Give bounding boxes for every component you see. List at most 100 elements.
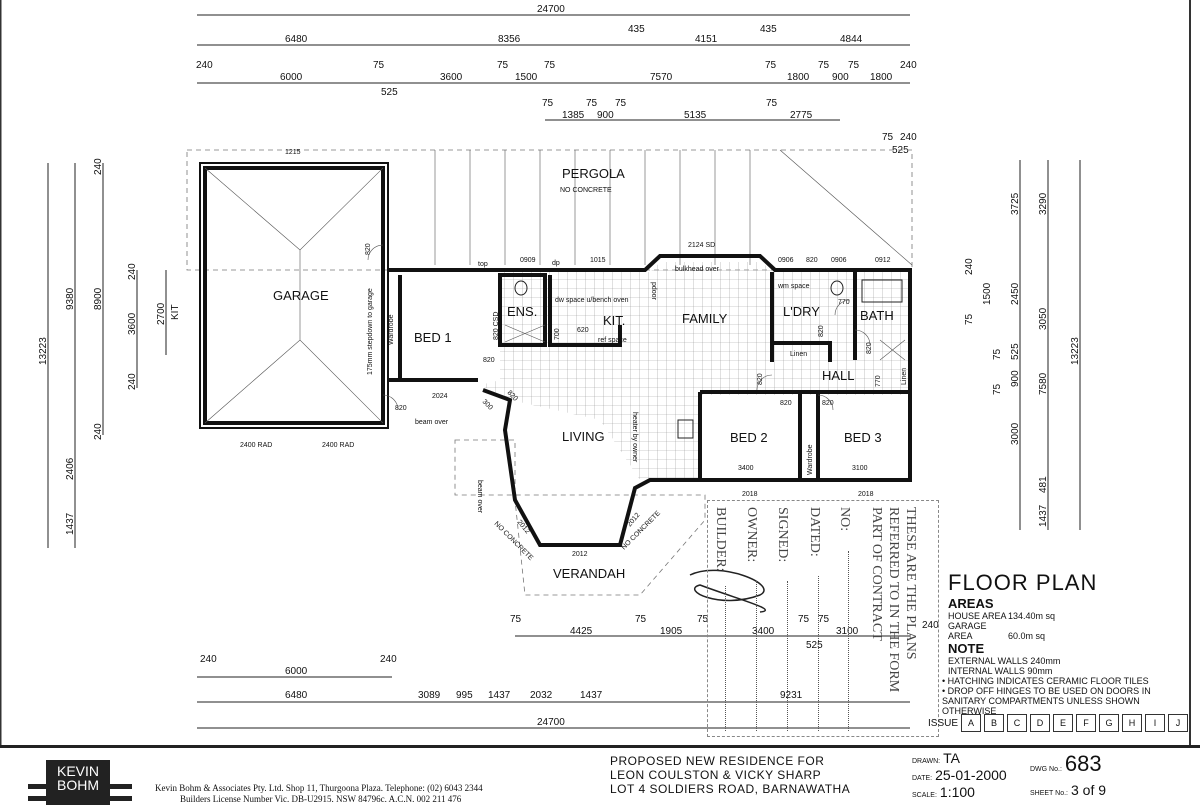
dim: 1385 — [562, 110, 585, 121]
dp-label: dp — [552, 260, 560, 267]
date-label: DATE: — [912, 775, 933, 782]
door-label: 820 — [395, 405, 407, 412]
window-label: 2024 — [432, 393, 448, 400]
dim: 75 — [586, 98, 598, 109]
dim: 75 — [497, 60, 509, 71]
stamp-field-owner: OWNER: — [744, 507, 759, 563]
sheet-number: 3 of 9 — [1071, 782, 1107, 798]
sheet-label: SHEET No.: — [1030, 790, 1068, 797]
bathtub-icon — [861, 279, 903, 303]
door-label: 820 — [822, 400, 834, 407]
dim: 13223 — [38, 337, 49, 365]
dim: 3089 — [418, 690, 441, 701]
dim: 7570 — [650, 72, 673, 83]
project-line: PROPOSED NEW RESIDENCE FOR — [610, 754, 825, 768]
dim: 525 — [806, 640, 823, 651]
dim: 1437 — [488, 690, 511, 701]
dim: 75 — [615, 98, 627, 109]
room-bed3: BED 3 — [844, 430, 882, 445]
dim: 240 — [196, 60, 213, 71]
dim: 240 — [380, 654, 397, 665]
issue-label: ISSUE — [928, 717, 959, 729]
bed2-width: 3400 — [738, 465, 754, 472]
dim: 3600 — [127, 312, 138, 335]
dim: 2406 — [65, 457, 76, 480]
house-walls — [388, 254, 912, 547]
window-label: 2012 — [572, 551, 588, 558]
dim: 6480 — [285, 690, 308, 701]
pdoor-label: pdoor — [650, 282, 657, 301]
door-swings — [367, 244, 871, 411]
window-label: 2018 — [858, 491, 874, 498]
dim: 4151 — [695, 34, 718, 45]
shower-icon — [504, 324, 906, 361]
wm-space-label: wm space — [777, 283, 810, 290]
stepdown-label: 175mm stepdown to garage — [367, 288, 374, 375]
dim: 240 — [93, 423, 104, 440]
dim: 75 — [848, 60, 860, 71]
dim: 1800 — [870, 72, 893, 83]
heater-icon — [677, 419, 694, 439]
dim: 7580 — [1038, 372, 1049, 395]
dim: 900 — [832, 72, 849, 83]
door-label: 820 — [483, 357, 495, 364]
ref-space-label: ref space — [598, 337, 627, 344]
title-block: KEVIN BOHM Kevin Bohm & Associates Pty. … — [0, 745, 1200, 805]
company-license: Builders License Number Vic. DB-U2915. N… — [180, 794, 462, 804]
left-dimensions: 13223 9380 8900 240 240 2406 1437 240 36… — [38, 158, 181, 548]
room-pergola: PERGOLA — [562, 166, 625, 181]
dim: 75 — [798, 614, 810, 625]
dim: 75 — [964, 313, 975, 325]
dim: 3100 — [836, 626, 859, 637]
dim: 9231 — [780, 690, 803, 701]
drawn-label: DRAWN: — [912, 758, 941, 765]
dim: 4844 — [840, 34, 863, 45]
dim: 2775 — [790, 110, 813, 121]
dim: KIT — [170, 304, 181, 320]
house-area: 134.40m sq — [1008, 611, 1056, 621]
door-label: 770 — [875, 375, 882, 387]
dwg-label: DWG No.: — [1030, 766, 1062, 773]
sliding-door-label: 2124 SD — [688, 242, 715, 249]
dim: 75 — [373, 60, 385, 71]
issue-cell: G — [1099, 714, 1120, 732]
dim: 240 — [900, 132, 917, 143]
house-area-label: HOUSE AREA — [948, 611, 1007, 621]
room-verandah: VERANDAH — [553, 566, 625, 581]
pergola-rafters — [434, 149, 913, 266]
dim: 240 — [900, 60, 917, 71]
window-label: 0912 — [875, 257, 891, 264]
note-bullet: HATCHING INDICATES CERAMIC FLOOR TILES — [947, 676, 1149, 686]
note-bullet: DROP OFF HINGES TO BE USED ON DOORS IN S… — [942, 686, 1151, 716]
project-line: LOT 4 SOLDIERS ROAD, BARNAWATHA — [610, 782, 851, 796]
stamp-heading: THESE ARE THE PLANS — [903, 507, 918, 660]
drawing-scale: 1:100 — [939, 784, 975, 800]
tile-hatching — [480, 262, 910, 480]
no-concrete-label: NO CONCRETE — [560, 187, 612, 194]
beam-over-label: beam over — [476, 480, 483, 514]
dim: 8900 — [93, 287, 104, 310]
issue-cell: A — [961, 714, 982, 732]
door-label: 820 — [757, 373, 764, 385]
dim: 3400 — [752, 626, 775, 637]
room-family: FAMILY — [682, 311, 728, 326]
dim: 240 — [922, 620, 939, 631]
room-bath: BATH — [860, 308, 894, 323]
dim: 75 — [697, 614, 709, 625]
stamp-field-no: NO: — [837, 507, 852, 532]
dim: 75 — [635, 614, 647, 625]
drawn-by: TA — [943, 750, 960, 766]
top-dimensions: 24700 6480 8356 435 4151 435 4844 240 60… — [196, 4, 917, 156]
dim: 240 — [200, 654, 217, 665]
drawing-date: 25-01-2000 — [935, 767, 1007, 783]
dim: 3050 — [1038, 307, 1049, 330]
dim: 75 — [992, 348, 1003, 360]
dim: 75 — [882, 132, 894, 143]
issue-cell: B — [984, 714, 1005, 732]
garage-door-label: 2400 RAD — [322, 442, 354, 449]
door-label: 700 — [554, 328, 561, 340]
bed3-width: 3100 — [852, 465, 868, 472]
dim: 3000 — [1010, 422, 1021, 445]
garage-area-label: GARAGE AREA — [948, 621, 987, 641]
door-label: 770 — [838, 299, 850, 306]
